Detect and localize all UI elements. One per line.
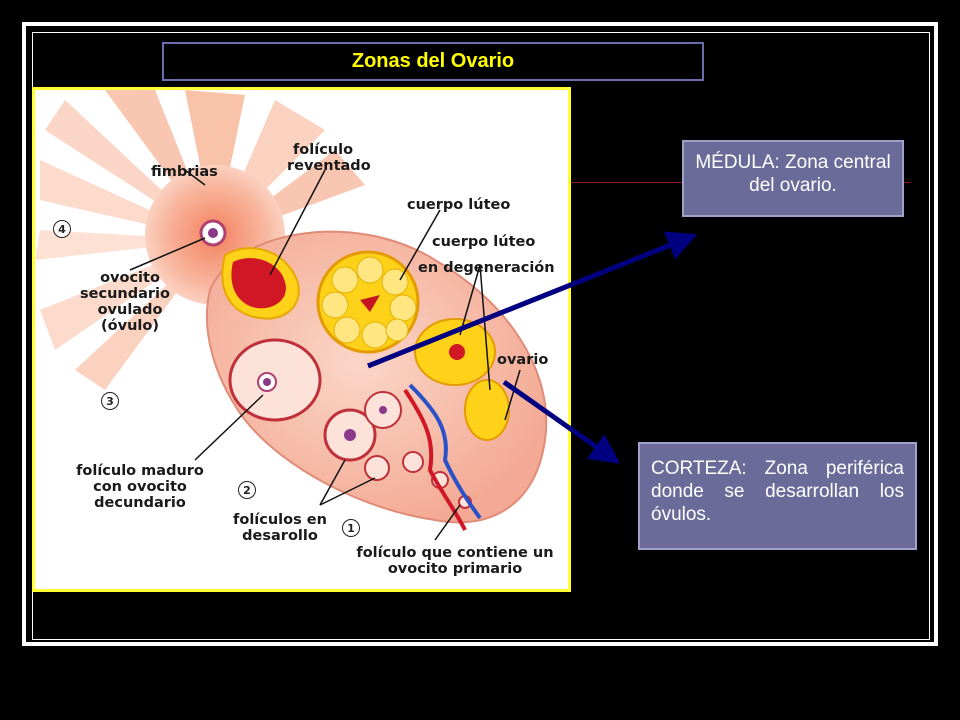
label-cuerpo-luteo: cuerpo lúteo: [407, 197, 511, 213]
slide-title: Zonas del Ovario: [162, 42, 704, 81]
label-fimbrias: fimbrias: [151, 164, 218, 180]
corteza-callout: CORTEZA: Zona periférica donde se desarr…: [638, 442, 917, 550]
label-ovocito-4: (óvulo): [101, 318, 159, 334]
corteza-arrow: [502, 379, 621, 464]
label-ovocito-3: ovulado: [97, 302, 163, 318]
label-foliculo-reventado-1: folículo: [293, 142, 354, 158]
outer-frame: [22, 22, 938, 646]
medula-arrow: [367, 231, 698, 369]
label-maduro-2: con ovocito: [93, 479, 187, 495]
label-cuerpo-luteo-degeneracion-1: cuerpo lúteo: [432, 234, 536, 250]
label-primario-2: ovocito primario: [387, 561, 523, 577]
fimbriae: [35, 90, 365, 390]
label-maduro-3: decundario: [94, 495, 186, 511]
label-ovario: ovario: [497, 352, 549, 368]
label-ovocito-2: secundario: [80, 286, 170, 302]
step-number-2: 2: [238, 481, 256, 499]
medula-callout: MÉDULA: Zona central del ovario.: [682, 140, 904, 217]
label-cuerpo-luteo-degeneracion-2: en degeneración: [418, 260, 555, 276]
label-desarollo-1: folículos en: [233, 512, 327, 528]
step-number-1: 1: [342, 519, 360, 537]
label-primario-1: folículo que contiene un: [356, 545, 554, 561]
ovary-illustration: [35, 90, 548, 541]
label-maduro-1: folículo maduro: [76, 463, 204, 479]
ovary-diagram: fimbrias folículo reventado cuerpo lúteo…: [32, 87, 571, 592]
step-number-4: 4: [53, 220, 71, 238]
label-ovocito-1: ovocito: [100, 270, 160, 286]
label-desarollo-2: desarollo: [242, 528, 318, 544]
step-number-3: 3: [101, 392, 119, 410]
label-foliculo-reventado-2: reventado: [287, 158, 371, 174]
